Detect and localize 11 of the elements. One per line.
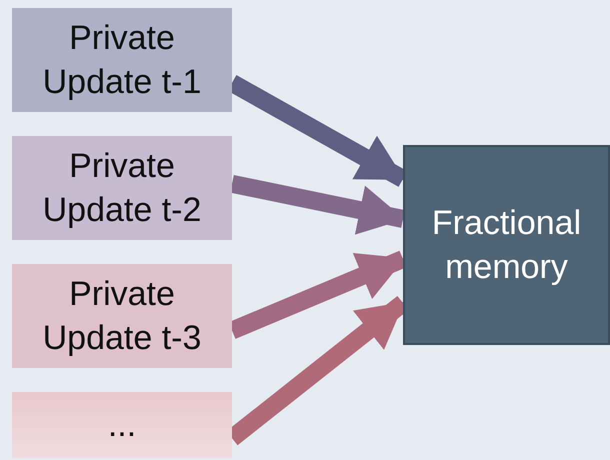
arrow (230, 175, 405, 235)
update-box (12, 392, 232, 458)
box-label: Fractional memory (430, 202, 582, 288)
box-label: ... (108, 404, 136, 446)
update-box (12, 8, 232, 112)
update-box (12, 264, 232, 368)
box-label: Private Update t-3 (42, 274, 202, 359)
box-label: Private Update t-2 (42, 146, 202, 231)
memory-box (403, 145, 610, 345)
update-box (12, 136, 232, 240)
box-label: Private Update t-1 (42, 18, 202, 103)
